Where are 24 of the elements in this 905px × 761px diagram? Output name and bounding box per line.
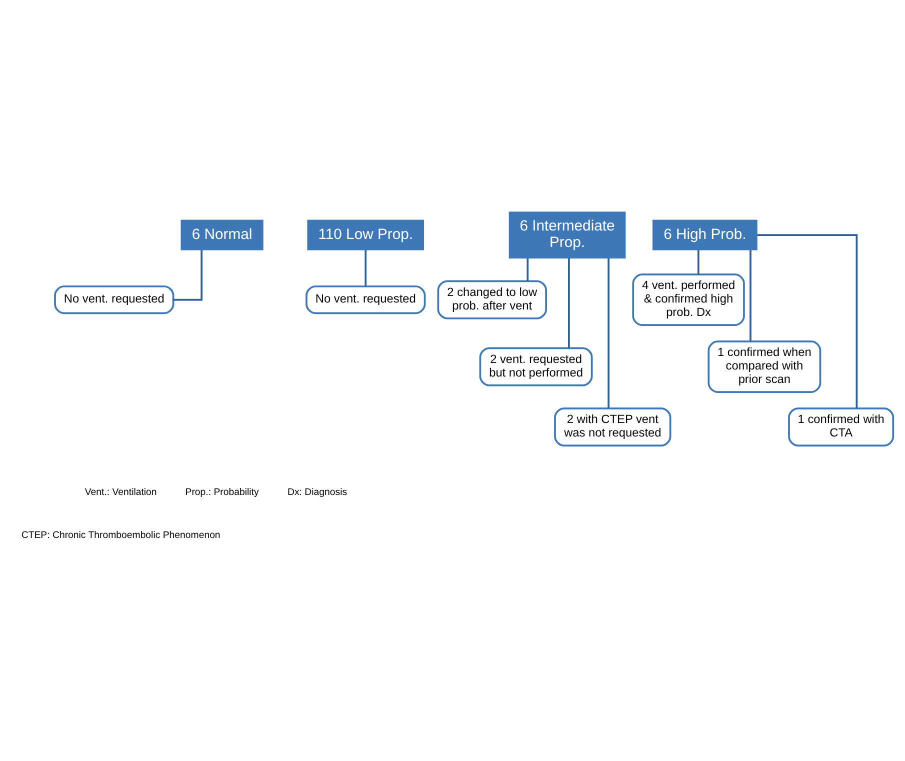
connector bbox=[757, 234, 858, 408]
node-box: 6 Intermediate Prop. bbox=[508, 212, 626, 258]
connector bbox=[526, 258, 529, 282]
connector bbox=[173, 250, 202, 301]
node-box: 1 confirmed when compared with prior scan bbox=[708, 340, 822, 393]
node-box: 6 Normal bbox=[180, 220, 264, 250]
node-box: 2 changed to low prob. after vent bbox=[437, 280, 547, 320]
label: Vent.: Ventilation bbox=[84, 487, 157, 498]
node-box: No vent. requested bbox=[54, 285, 174, 314]
node-box: 110 Low Prop. bbox=[307, 220, 424, 250]
label: Prop.: Probability bbox=[185, 487, 259, 498]
node-box: 6 High Prob. bbox=[652, 220, 758, 250]
node-box: 4 vent. performed & confirmed high prob. Dx bbox=[632, 274, 745, 326]
node-box: 1 confirmed with CTA bbox=[788, 407, 894, 447]
node-box: No vent. requested bbox=[306, 285, 426, 314]
node-box: 2 vent. requested but not performed bbox=[479, 347, 593, 386]
connector bbox=[608, 258, 610, 408]
node-box: 2 with CTEP vent was not requested bbox=[554, 407, 672, 447]
connector bbox=[568, 258, 570, 348]
label: Dx: Diagnosis bbox=[287, 487, 348, 498]
connector bbox=[697, 250, 700, 274]
connector bbox=[364, 250, 367, 286]
connector bbox=[750, 250, 752, 342]
label: CTEP: Chronic Thromboembolic Phenomenon bbox=[21, 530, 220, 542]
